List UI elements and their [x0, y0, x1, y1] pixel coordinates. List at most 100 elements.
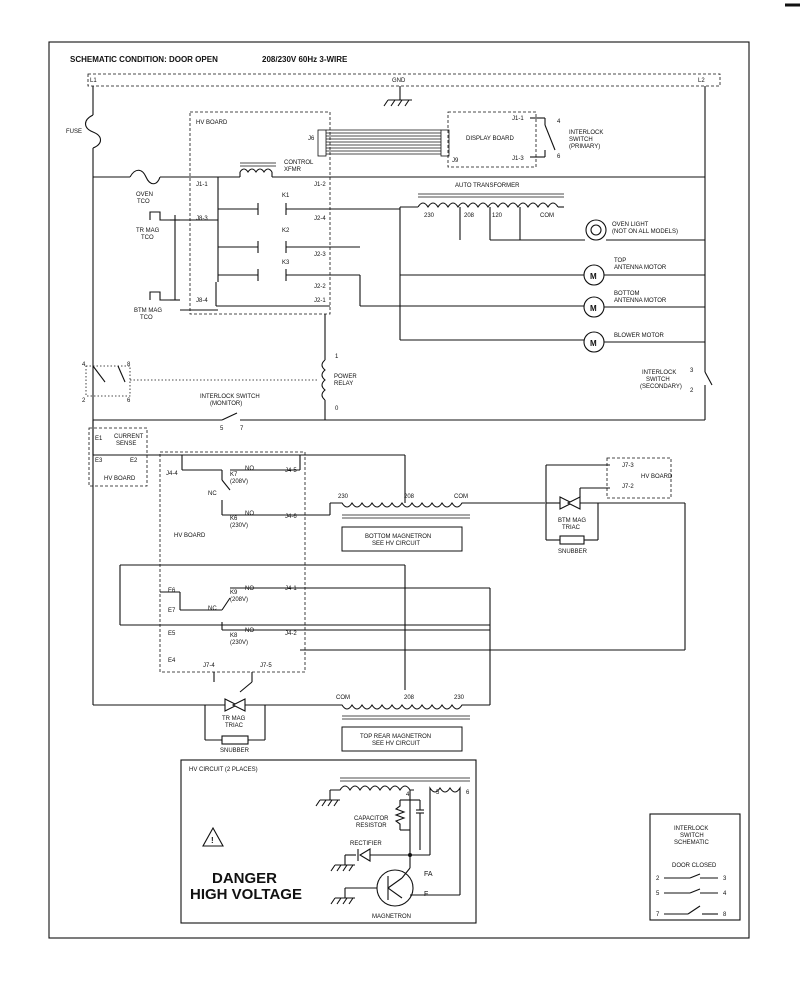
tr-mag-triac-label-1: TR MAG	[222, 716, 246, 722]
btm-mag-triac-label-2: TRIAC	[562, 525, 581, 531]
interlock-secondary-label-2: SWITCH	[646, 377, 670, 383]
door-4: 4	[82, 362, 86, 368]
j9-label: J9	[452, 158, 459, 164]
top-rear-magnetron-box	[341, 726, 463, 752]
schematic-border	[48, 41, 750, 939]
j7-3-label: J7-3	[622, 463, 634, 469]
capacitor-label-1: CAPACITOR	[354, 816, 389, 822]
k6-k7-contacts	[147, 454, 406, 516]
btm-mag-triac-label-1: BTM MAG	[558, 518, 586, 524]
oven-tco-label-2: TCO	[137, 199, 150, 205]
interlock-secondary-label-1: INTERLOCK	[642, 370, 676, 376]
top-antenna-label-2: ANTENNA MOTOR	[614, 265, 667, 271]
oven-light-label-1: OVEN LIGHT	[612, 222, 649, 228]
j2-1-label: J2-1	[314, 298, 326, 304]
danger-label: DANGER	[212, 870, 277, 887]
interlock-secondary-switch	[704, 371, 713, 386]
auto-transformer-label: AUTO TRANSFORMER	[455, 183, 520, 189]
j2-4-label: J2-4	[314, 216, 326, 222]
door-6: 6	[127, 398, 131, 404]
tr-mag-triac-label-2: TRIAC	[225, 723, 244, 729]
l1-label: L1	[90, 78, 97, 84]
j7-4-label: J7-4	[203, 663, 215, 669]
cs-label-2: SENSE	[116, 441, 136, 447]
fa-label: FA	[424, 871, 433, 878]
primary-n6: 6	[557, 154, 561, 160]
legend-row2-left: 5	[656, 891, 660, 897]
btm-mag-tco-label-2: TCO	[140, 315, 153, 321]
k2-label: K2	[282, 228, 290, 234]
k9-label-2: (208V)	[230, 597, 248, 603]
hv-board-mid-box	[159, 451, 306, 673]
magnetron-label: MAGNETRON	[372, 914, 411, 920]
bottom-magnetron-box	[341, 526, 463, 552]
tap-com: COM	[540, 213, 554, 219]
no-k6: NO	[245, 511, 254, 517]
motor-feed-lines	[215, 208, 584, 341]
interlock-legend-box	[649, 813, 741, 921]
tm-208: 208	[404, 695, 415, 701]
hv-circuit-title: HV CIRCUIT (2 PLACES)	[189, 767, 258, 773]
interlock-secondary-label-3: (SECONDARY)	[640, 384, 682, 390]
nc-k7: NC	[208, 491, 217, 497]
top-rear-magnetron-label-2: SEE HV CIRCUIT	[372, 741, 420, 747]
cs-e3: E3	[95, 458, 103, 464]
bottom-magnetron-label-2: SEE HV CIRCUIT	[372, 541, 420, 547]
no-k7: NO	[245, 466, 254, 472]
interlock-monitor-label-2: (MONITOR)	[210, 401, 242, 407]
j6-label: J6	[308, 136, 315, 142]
e6-label: E6	[168, 588, 176, 594]
secondary-3: 3	[690, 368, 694, 374]
tap-120: 120	[492, 213, 503, 219]
tr-mag-triac-icon	[93, 672, 330, 745]
gnd-label: GND	[392, 78, 406, 84]
monitor-7: 7	[240, 426, 244, 432]
cs-label-1: CURRENT	[114, 434, 144, 440]
schematic-condition: SCHEMATIC CONDITION: DOOR OPEN	[70, 55, 218, 64]
e7-label: E7	[168, 608, 176, 614]
k1-label: K1	[282, 193, 290, 199]
j2-3-label: J2-3	[314, 252, 326, 258]
hv-circuit-drawing	[315, 777, 470, 907]
k6-label-2: (230V)	[230, 523, 248, 529]
control-xfmr-label-1: CONTROL	[284, 160, 314, 166]
power-relay-1: 1	[335, 354, 339, 360]
cs-e2: E2	[130, 458, 138, 464]
nc-k9: NC	[208, 606, 217, 612]
hv-n4: 4	[406, 792, 410, 798]
k6-label-1: K6	[230, 516, 238, 522]
j8-3-label: J8-3	[196, 216, 208, 222]
bm-com: COM	[454, 494, 468, 500]
k8-label-1: K8	[230, 633, 238, 639]
monitor-5: 5	[220, 426, 224, 432]
hv-n6: 6	[466, 790, 470, 796]
display-j1-3: J1-3	[512, 156, 524, 162]
l2-label: L2	[698, 78, 705, 84]
blower-motor-label: BLOWER MOTOR	[614, 333, 665, 339]
j4-6-label: J4-6	[285, 514, 297, 520]
k7-label-2: (208V)	[230, 479, 248, 485]
tr-mag-tco-label-2: TCO	[141, 235, 154, 241]
j4-2-label: J4-2	[285, 631, 297, 637]
power-relay-coil	[321, 314, 326, 420]
no-k8: NO	[245, 628, 254, 634]
mag-tco-switches	[149, 211, 218, 311]
hv-board-top-box	[189, 111, 331, 315]
power-relay-label-1: POWER	[334, 374, 357, 380]
supply-spec: 208/230V 60Hz 3-WIRE	[262, 55, 348, 64]
warning-triangle-icon	[202, 826, 224, 847]
auto-transformer	[399, 193, 585, 340]
l1-main-line	[84, 86, 102, 705]
door-8: 8	[127, 362, 131, 368]
display-j1-1: J1-1	[512, 116, 524, 122]
hv-board-right-label: HV BOARD	[641, 474, 673, 480]
bottom-magnetron-label-1: BOTTOM MAGNETRON	[365, 534, 431, 540]
hv-j1-1: J1-1	[196, 182, 208, 188]
hv-board-top-label: HV BOARD	[196, 120, 228, 126]
tm-com: COM	[336, 695, 350, 701]
btm-snubber-label: SNUBBER	[558, 549, 588, 555]
legend-row3-left: 7	[656, 912, 660, 918]
no-k9: NO	[245, 586, 254, 592]
power-relay-label-2: RELAY	[334, 381, 353, 387]
power-relay-0: 0	[335, 406, 339, 412]
